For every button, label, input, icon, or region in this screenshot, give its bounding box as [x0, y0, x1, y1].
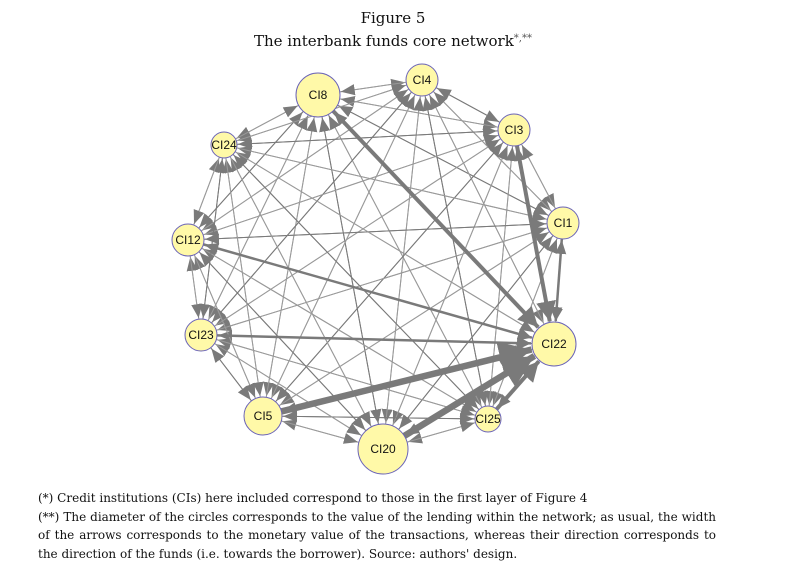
node-label: CI4 — [413, 73, 432, 87]
node-circle — [531, 321, 577, 367]
node-ci4: CI4 — [405, 63, 439, 97]
edge-ci24-ci5 — [225, 157, 264, 397]
edge-ci1-ci3 — [521, 144, 556, 210]
edge-ci24-ci3 — [236, 126, 498, 145]
heavy-edge-ci1-ci22 — [550, 238, 564, 322]
heavy-edge-ci5-ci22 — [280, 341, 533, 415]
figure-title-marks: *,** — [513, 33, 532, 44]
node-ci5: CI5 — [243, 396, 283, 436]
heavy-edge-ci23-ci22 — [216, 334, 532, 350]
edge-ci24-ci1 — [236, 147, 547, 222]
node-label: CI23 — [188, 328, 214, 342]
edge-ci12-ci4 — [200, 89, 409, 232]
edge-ci23-ci20 — [214, 343, 362, 436]
node-ci1: CI1 — [546, 206, 580, 240]
heavy-edge-ci25-ci22 — [495, 359, 541, 411]
node-circle — [295, 72, 341, 118]
figure-title: The interbank funds core network*,** — [0, 32, 786, 50]
node-ci23: CI23 — [184, 318, 218, 352]
node-ci8: CI8 — [295, 72, 341, 118]
edge-ci1-ci4 — [433, 91, 553, 212]
node-label: CI5 — [254, 409, 273, 423]
figure-title-text: The interbank funds core network — [254, 32, 514, 50]
node-ci12: CI12 — [171, 223, 205, 257]
node-label: CI25 — [475, 412, 501, 426]
edge-ci23-ci1 — [216, 226, 547, 331]
heavy-edge-ci8-ci22 — [331, 109, 540, 329]
edge-ci5-ci25 — [281, 413, 475, 425]
edge-ci23-ci5 — [210, 347, 252, 401]
node-circle — [546, 206, 580, 240]
node-ci3: CI3 — [497, 113, 531, 147]
edge-ci5-ci8 — [265, 117, 318, 398]
node-label: CI12 — [175, 233, 201, 247]
edge-ci24-ci12 — [193, 156, 220, 225]
node-ci24: CI24 — [210, 131, 238, 159]
edge-ci12-ci23 — [189, 255, 203, 319]
node-label: CI8 — [309, 88, 328, 102]
node-ci25: CI25 — [474, 405, 502, 433]
edge-ci25-ci8 — [328, 115, 483, 408]
edge-ci20-ci25 — [406, 421, 475, 443]
edge-ci12-ci3 — [203, 134, 499, 236]
heavy-edge-ci3-ci22 — [514, 145, 556, 322]
edge-ci24-ci23 — [199, 157, 223, 319]
edge-ci20-ci4 — [385, 96, 425, 425]
node-label: CI22 — [541, 337, 567, 351]
node-label: CI3 — [505, 123, 524, 137]
edge-ci5-ci20 — [281, 420, 359, 444]
figure-number: Figure 5 — [360, 9, 426, 27]
node-circle — [210, 131, 238, 159]
edge-ci23-ci8 — [207, 115, 309, 321]
edge-ci24-ci22 — [234, 151, 535, 333]
edge-ci24-ci8 — [235, 105, 298, 140]
edge-ci20-ci8 — [319, 117, 379, 425]
figure-notes: (*) Credit institutions (CIs) here inclu… — [38, 489, 716, 563]
edge-ci25-ci4 — [422, 96, 487, 407]
node-circle — [171, 223, 205, 257]
node-circle — [243, 396, 283, 436]
edge-ci20-ci1 — [398, 235, 553, 430]
node-circle — [474, 405, 502, 433]
edge-ci12-ci25 — [201, 247, 477, 413]
edge-ci5-ci1 — [278, 231, 549, 407]
node-label: CI20 — [370, 442, 396, 456]
node-label: CI24 — [211, 138, 237, 152]
node-circle — [357, 423, 409, 475]
heavy-edge-ci12-ci22 — [203, 243, 533, 341]
node-circle — [405, 63, 439, 97]
note-2: (**) The diameter of the circles corresp… — [38, 509, 716, 561]
heavy-edge-ci20-ci22 — [402, 353, 537, 439]
edge-ci12-ci1 — [203, 218, 547, 240]
edge-ci1-ci8 — [338, 105, 550, 217]
node-circle — [497, 113, 531, 147]
node-label: CI1 — [554, 216, 573, 230]
edge-ci24-ci25 — [232, 154, 479, 410]
node-ci22: CI22 — [531, 321, 577, 367]
node-ci20: CI20 — [357, 423, 409, 475]
edge-ci3-ci8 — [340, 95, 499, 128]
edge-ci23-ci4 — [211, 92, 412, 324]
edge-ci4-ci8 — [340, 81, 407, 96]
edge-ci5-ci4 — [270, 95, 416, 400]
node-circle — [184, 318, 218, 352]
edge-ci12-ci5 — [193, 254, 256, 398]
edge-ci5-ci3 — [275, 142, 504, 403]
note-1: (*) Credit institutions (CIs) here inclu… — [38, 491, 588, 505]
edge-group-heavy — [203, 109, 564, 439]
edge-ci24-ci20 — [229, 156, 372, 427]
edge-group-light — [186, 78, 567, 444]
edge-ci25-ci3 — [488, 146, 517, 407]
